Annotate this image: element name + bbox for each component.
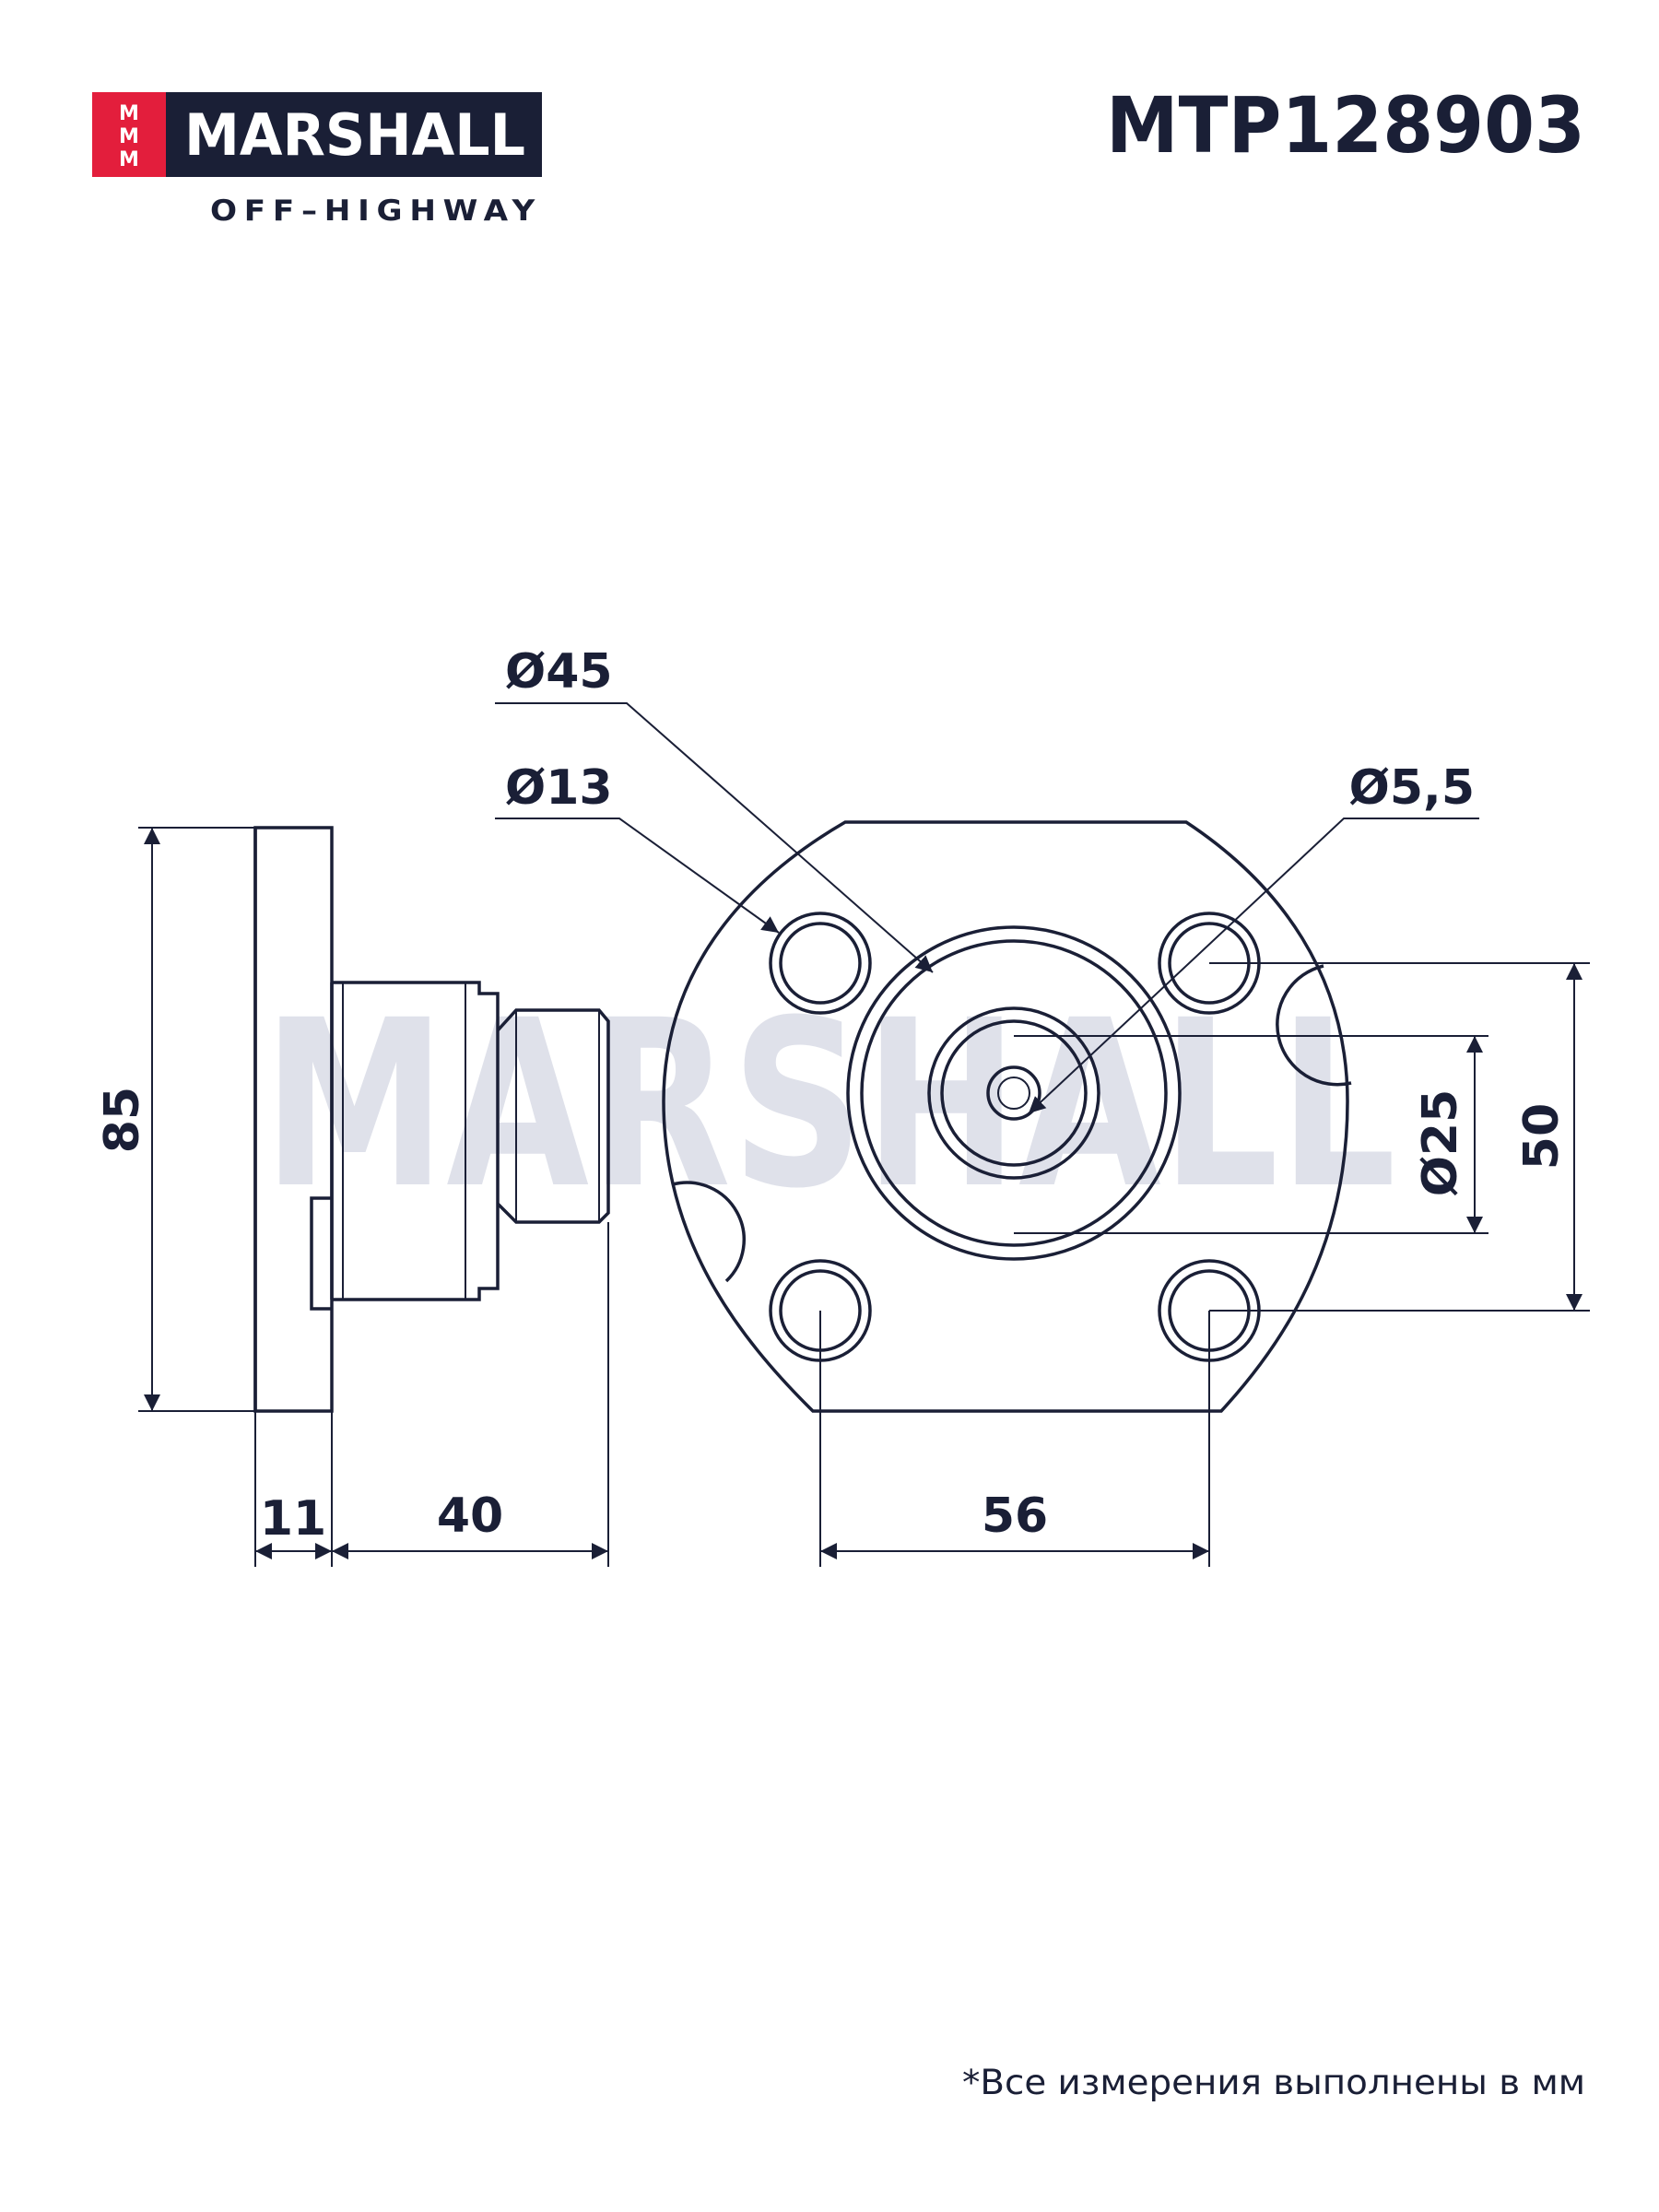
dim-width-side: 11 40 xyxy=(254,1222,609,1567)
logo-dark-block xyxy=(166,92,542,177)
side-body xyxy=(332,981,500,1301)
dim-d25: Ø25 xyxy=(1014,1035,1488,1234)
dim-d25-label: Ø25 xyxy=(1413,1089,1468,1197)
dim-50-label: 50 xyxy=(1514,1103,1570,1170)
notch-left xyxy=(672,1181,746,1283)
logo-letter-2: M xyxy=(119,125,139,148)
notch-right xyxy=(1276,964,1352,1087)
bolt-hole-top-left xyxy=(769,912,872,1015)
watermark-text: MARSHALL xyxy=(263,971,1396,1239)
dim-50: 50 xyxy=(1209,962,1590,1312)
part-number: MTP128903 xyxy=(1106,80,1585,171)
brand-subtitle: OFF–HIGHWAY xyxy=(210,194,542,228)
units-footnote: *Все измерения выполнены в мм xyxy=(962,2063,1585,2102)
logo-letter-3: M xyxy=(119,148,139,171)
callout-d13: Ø13 xyxy=(495,760,780,934)
brand-logo: M M M MARSHALL OFF–HIGHWAY xyxy=(92,92,542,228)
callout-d45: Ø45 xyxy=(495,644,934,973)
outer-ring-d45 xyxy=(846,925,1182,1261)
dim-85-label: 85 xyxy=(95,1087,150,1153)
dim-40-label: 40 xyxy=(437,1488,503,1544)
side-view xyxy=(253,826,610,1413)
bore-d55 xyxy=(986,1065,1041,1121)
logo-red-block xyxy=(92,92,166,177)
dim-11-label: 11 xyxy=(260,1491,326,1547)
callout-d13-label: Ø13 xyxy=(505,760,613,816)
brand-name: MARSHALL xyxy=(184,101,525,169)
callout-d55-label: Ø5,5 xyxy=(1349,760,1475,816)
dim-56: 56 xyxy=(819,1311,1210,1567)
front-flange-outline xyxy=(662,820,1349,1413)
side-shaft xyxy=(496,1008,610,1224)
callout-d55: Ø5,5 xyxy=(1028,760,1479,1114)
logo-letter-1: M xyxy=(119,102,139,125)
dim-56-label: 56 xyxy=(982,1488,1048,1544)
side-tab xyxy=(310,1196,332,1311)
dim-85: 85 xyxy=(95,827,255,1412)
ring-d25 xyxy=(927,1006,1100,1180)
callout-d45-label: Ø45 xyxy=(505,644,613,700)
